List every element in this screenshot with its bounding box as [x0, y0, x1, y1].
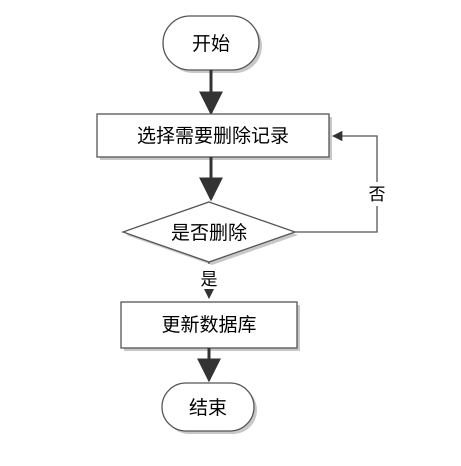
- no-branch-label: 否: [369, 185, 386, 205]
- delete-decision-label: 是否删除: [171, 222, 247, 244]
- update-database-label: 更新数据库: [161, 314, 256, 336]
- yes-branch-label: 是: [201, 270, 218, 290]
- start-node: 开始: [162, 15, 262, 73]
- select-record-node: 选择需要删除记录: [96, 113, 332, 160]
- end-node: 结束: [161, 382, 257, 434]
- start-node-label: 开始: [192, 33, 230, 55]
- update-database-node: 更新数据库: [120, 301, 300, 351]
- select-record-label: 选择需要删除记录: [137, 125, 289, 147]
- end-node-label: 结束: [189, 397, 227, 419]
- delete-decision-node: 是否删除: [121, 201, 298, 265]
